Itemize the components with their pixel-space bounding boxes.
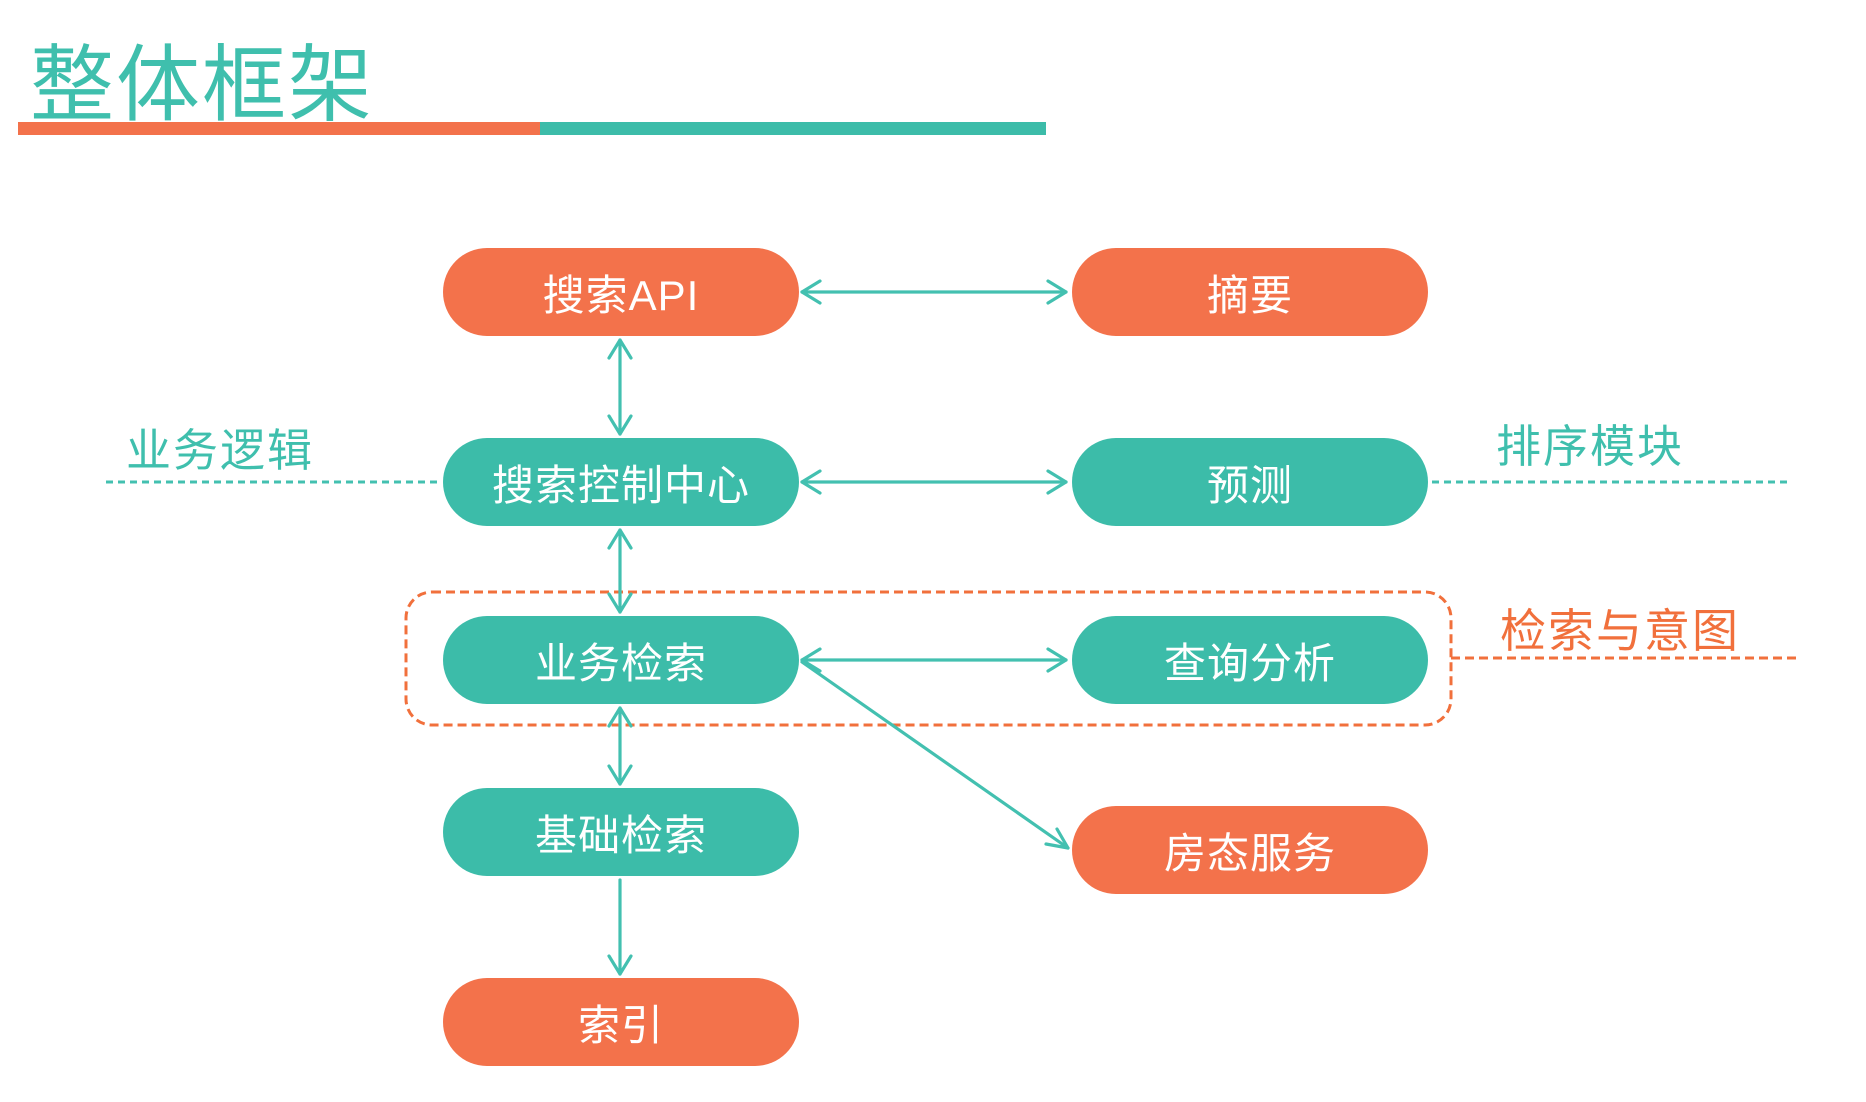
node-business-search-label: 业务检索 [534,639,707,687]
node-room-status-label: 房态服务 [1163,829,1336,877]
retrieval-intent-group-box [404,590,1453,727]
title-underline-orange [18,122,540,135]
arrow-business-search-basic-search [607,706,633,786]
arrow-basic-search-index [607,878,633,976]
arrow-business-search-room-status [800,660,1070,850]
arrow-business-search-query-analysis [800,647,1068,673]
node-index: 索引 [443,978,799,1066]
node-summary: 摘要 [1072,248,1428,336]
node-query-analysis: 查询分析 [1072,616,1428,704]
label-retrieval-intent: 检索与意图 [1500,605,1740,657]
node-search-api: 搜索API [443,248,799,336]
node-index-label: 索引 [577,1001,664,1049]
node-prediction-label: 预测 [1206,461,1293,509]
title-underline-teal [540,122,1046,135]
arrow-search-api-control-center [607,338,633,436]
arrow-control-center-business-search [607,528,633,614]
node-room-status: 房态服务 [1072,806,1428,894]
node-basic-search: 基础检索 [443,788,799,876]
label-business-logic: 业务逻辑 [126,425,315,476]
node-control-center-label: 搜索控制中心 [491,461,750,509]
page-title: 整体框架 [30,38,375,132]
node-search-api-label: 搜索API [542,271,700,319]
node-summary-label: 摘要 [1206,271,1293,319]
node-query-analysis-label: 查询分析 [1163,639,1336,687]
arrow-search-api-summary [800,279,1068,305]
node-basic-search-label: 基础检索 [534,811,707,859]
node-business-search: 业务检索 [443,616,799,704]
node-control-center: 搜索控制中心 [443,438,799,526]
arrow-control-center-prediction [800,469,1068,495]
label-ranking-module: 排序模块 [1496,421,1685,472]
node-prediction: 预测 [1072,438,1428,526]
